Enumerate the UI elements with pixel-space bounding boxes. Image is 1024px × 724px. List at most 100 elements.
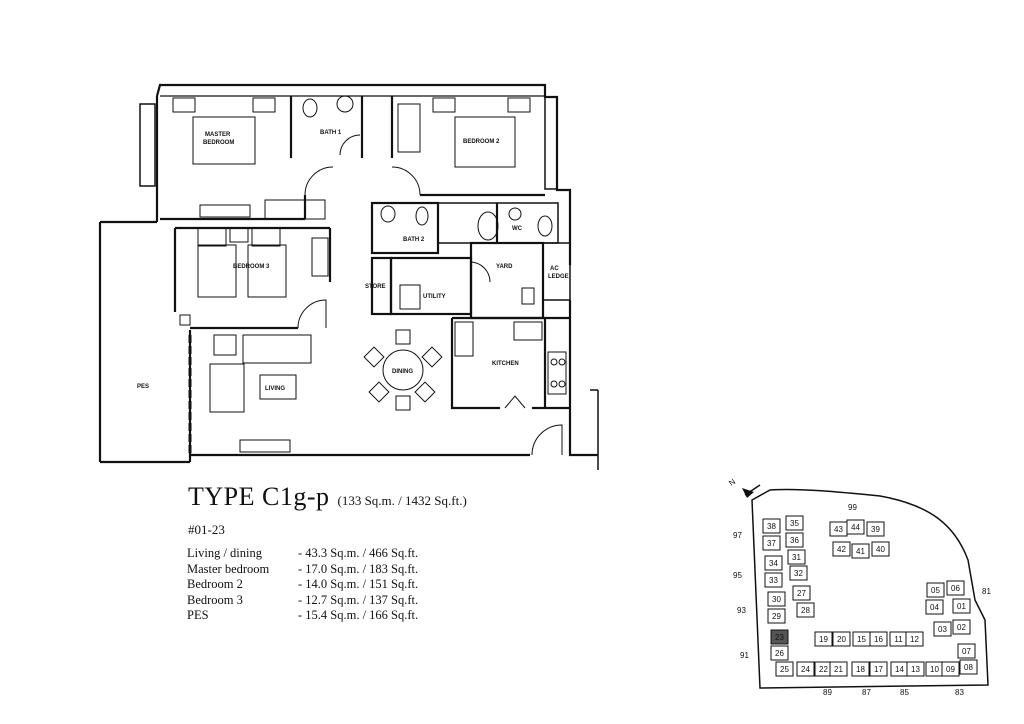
- unit-label: 05: [931, 586, 940, 595]
- unit-label: 02: [957, 623, 966, 632]
- unit-label: 17: [874, 665, 883, 674]
- unit-block: [846, 519, 865, 535]
- unit-block: [832, 631, 851, 647]
- dining-table: [382, 349, 424, 391]
- road-number: 85: [900, 688, 909, 697]
- unit-block: [767, 608, 786, 624]
- door-swing: [391, 166, 421, 196]
- unit-label: 13: [911, 665, 920, 674]
- label-dining: DINING: [392, 369, 413, 375]
- unit-label: 33: [769, 576, 778, 585]
- type-title-block: TYPE C1g-p (133 Sq.m. / 1432 Sq.ft.): [188, 482, 467, 512]
- unit-label: 08: [964, 663, 973, 672]
- road-number: 97: [733, 531, 742, 540]
- bed-3b: [247, 244, 287, 298]
- unit-label: 39: [871, 525, 880, 534]
- area-row: Master bedroom- 17.0 Sq.m. / 183 Sq.ft.: [187, 562, 418, 578]
- road-number: 89: [823, 688, 832, 697]
- unit-block: [796, 661, 815, 677]
- bed-3a: [197, 244, 237, 298]
- road-number: 95: [733, 571, 742, 580]
- type-title: TYPE C1g-p: [188, 482, 330, 511]
- road-number: 93: [737, 606, 746, 615]
- unit-label: 31: [792, 553, 801, 562]
- door-swing: [304, 166, 334, 196]
- label-master: MASTER: [205, 132, 231, 138]
- unit-label: 04: [930, 603, 939, 612]
- label-ac: AC: [550, 266, 559, 272]
- unit-label: 35: [790, 519, 799, 528]
- unit-label: 32: [794, 569, 803, 578]
- unit-block: [832, 541, 851, 557]
- bed-master: [192, 116, 256, 165]
- unit-block: [946, 580, 965, 596]
- road-number: 83: [955, 688, 964, 697]
- unit-block: [764, 555, 783, 571]
- area-row: Living / dining- 43.3 Sq.m. / 466 Sq.ft.: [187, 546, 418, 562]
- unit-block: [767, 591, 786, 607]
- unit-block: [952, 598, 971, 614]
- unit-block: [762, 535, 781, 551]
- site-boundary: [751, 488, 989, 689]
- unit-number: #01-23: [188, 522, 225, 537]
- unit-label: 03: [938, 625, 947, 634]
- label-wc: WC: [512, 226, 523, 232]
- unit-label: 27: [797, 589, 806, 598]
- area-table: Living / dining- 43.3 Sq.m. / 466 Sq.ft.…: [187, 546, 418, 624]
- area-room: Bedroom 2: [187, 577, 243, 592]
- unit-block: [789, 565, 808, 581]
- label-bath2: BATH 2: [403, 237, 425, 243]
- unit-block: [866, 521, 885, 537]
- label-bedroom3: BEDROOM 3: [233, 264, 270, 270]
- sofa: [242, 334, 312, 364]
- unit-label: 10: [930, 665, 939, 674]
- unit-block: [952, 619, 971, 635]
- unit-label: 44: [851, 523, 860, 532]
- unit-block: [787, 549, 806, 565]
- north-arrow: N: [727, 477, 754, 498]
- label-ledge: LEDGE: [548, 274, 569, 280]
- label-master-2: BEDROOM: [203, 140, 234, 146]
- unit-label: 20: [837, 635, 846, 644]
- unit-block-highlighted: [770, 629, 789, 645]
- unit-block: [926, 582, 945, 598]
- unit-block: [764, 572, 783, 588]
- label-yard: YARD: [496, 264, 513, 270]
- unit-label: 06: [951, 584, 960, 593]
- unit-block: [851, 543, 870, 559]
- unit-label: 40: [876, 545, 885, 554]
- unit-block: [869, 661, 888, 677]
- unit-block: [925, 599, 944, 615]
- unit-block: [785, 532, 804, 548]
- unit-block: [785, 515, 804, 531]
- unit-label: 30: [772, 595, 781, 604]
- area-size: - 12.7 Sq.m. / 137 Sq.ft.: [298, 592, 419, 607]
- label-living: LIVING: [265, 386, 285, 392]
- unit-block: [792, 585, 811, 601]
- unit-block: [814, 631, 833, 647]
- unit-block: [957, 643, 976, 659]
- unit-label: 26: [775, 649, 784, 658]
- unit-label: 28: [801, 606, 810, 615]
- unit-block: [905, 631, 924, 647]
- unit-label: 07: [962, 647, 971, 656]
- area-room: PES: [187, 608, 209, 623]
- door-swing: [531, 424, 563, 456]
- unit-block: [933, 621, 952, 637]
- unit-block: [941, 661, 960, 677]
- unit-label: 21: [834, 665, 843, 674]
- unit-block: [775, 661, 794, 677]
- road-number: 87: [862, 688, 871, 697]
- unit-label: 23: [775, 633, 784, 642]
- unit-label: 12: [910, 635, 919, 644]
- road-number: 81: [982, 587, 991, 596]
- bed-2: [454, 116, 516, 168]
- unit-label: 18: [856, 665, 865, 674]
- outer-wall: [568, 300, 598, 457]
- area-room: Living / dining: [187, 546, 262, 560]
- unit-block: [871, 541, 890, 557]
- unit-label: 19: [819, 635, 828, 644]
- area-size: - 17.0 Sq.m. / 183 Sq.ft.: [298, 561, 419, 576]
